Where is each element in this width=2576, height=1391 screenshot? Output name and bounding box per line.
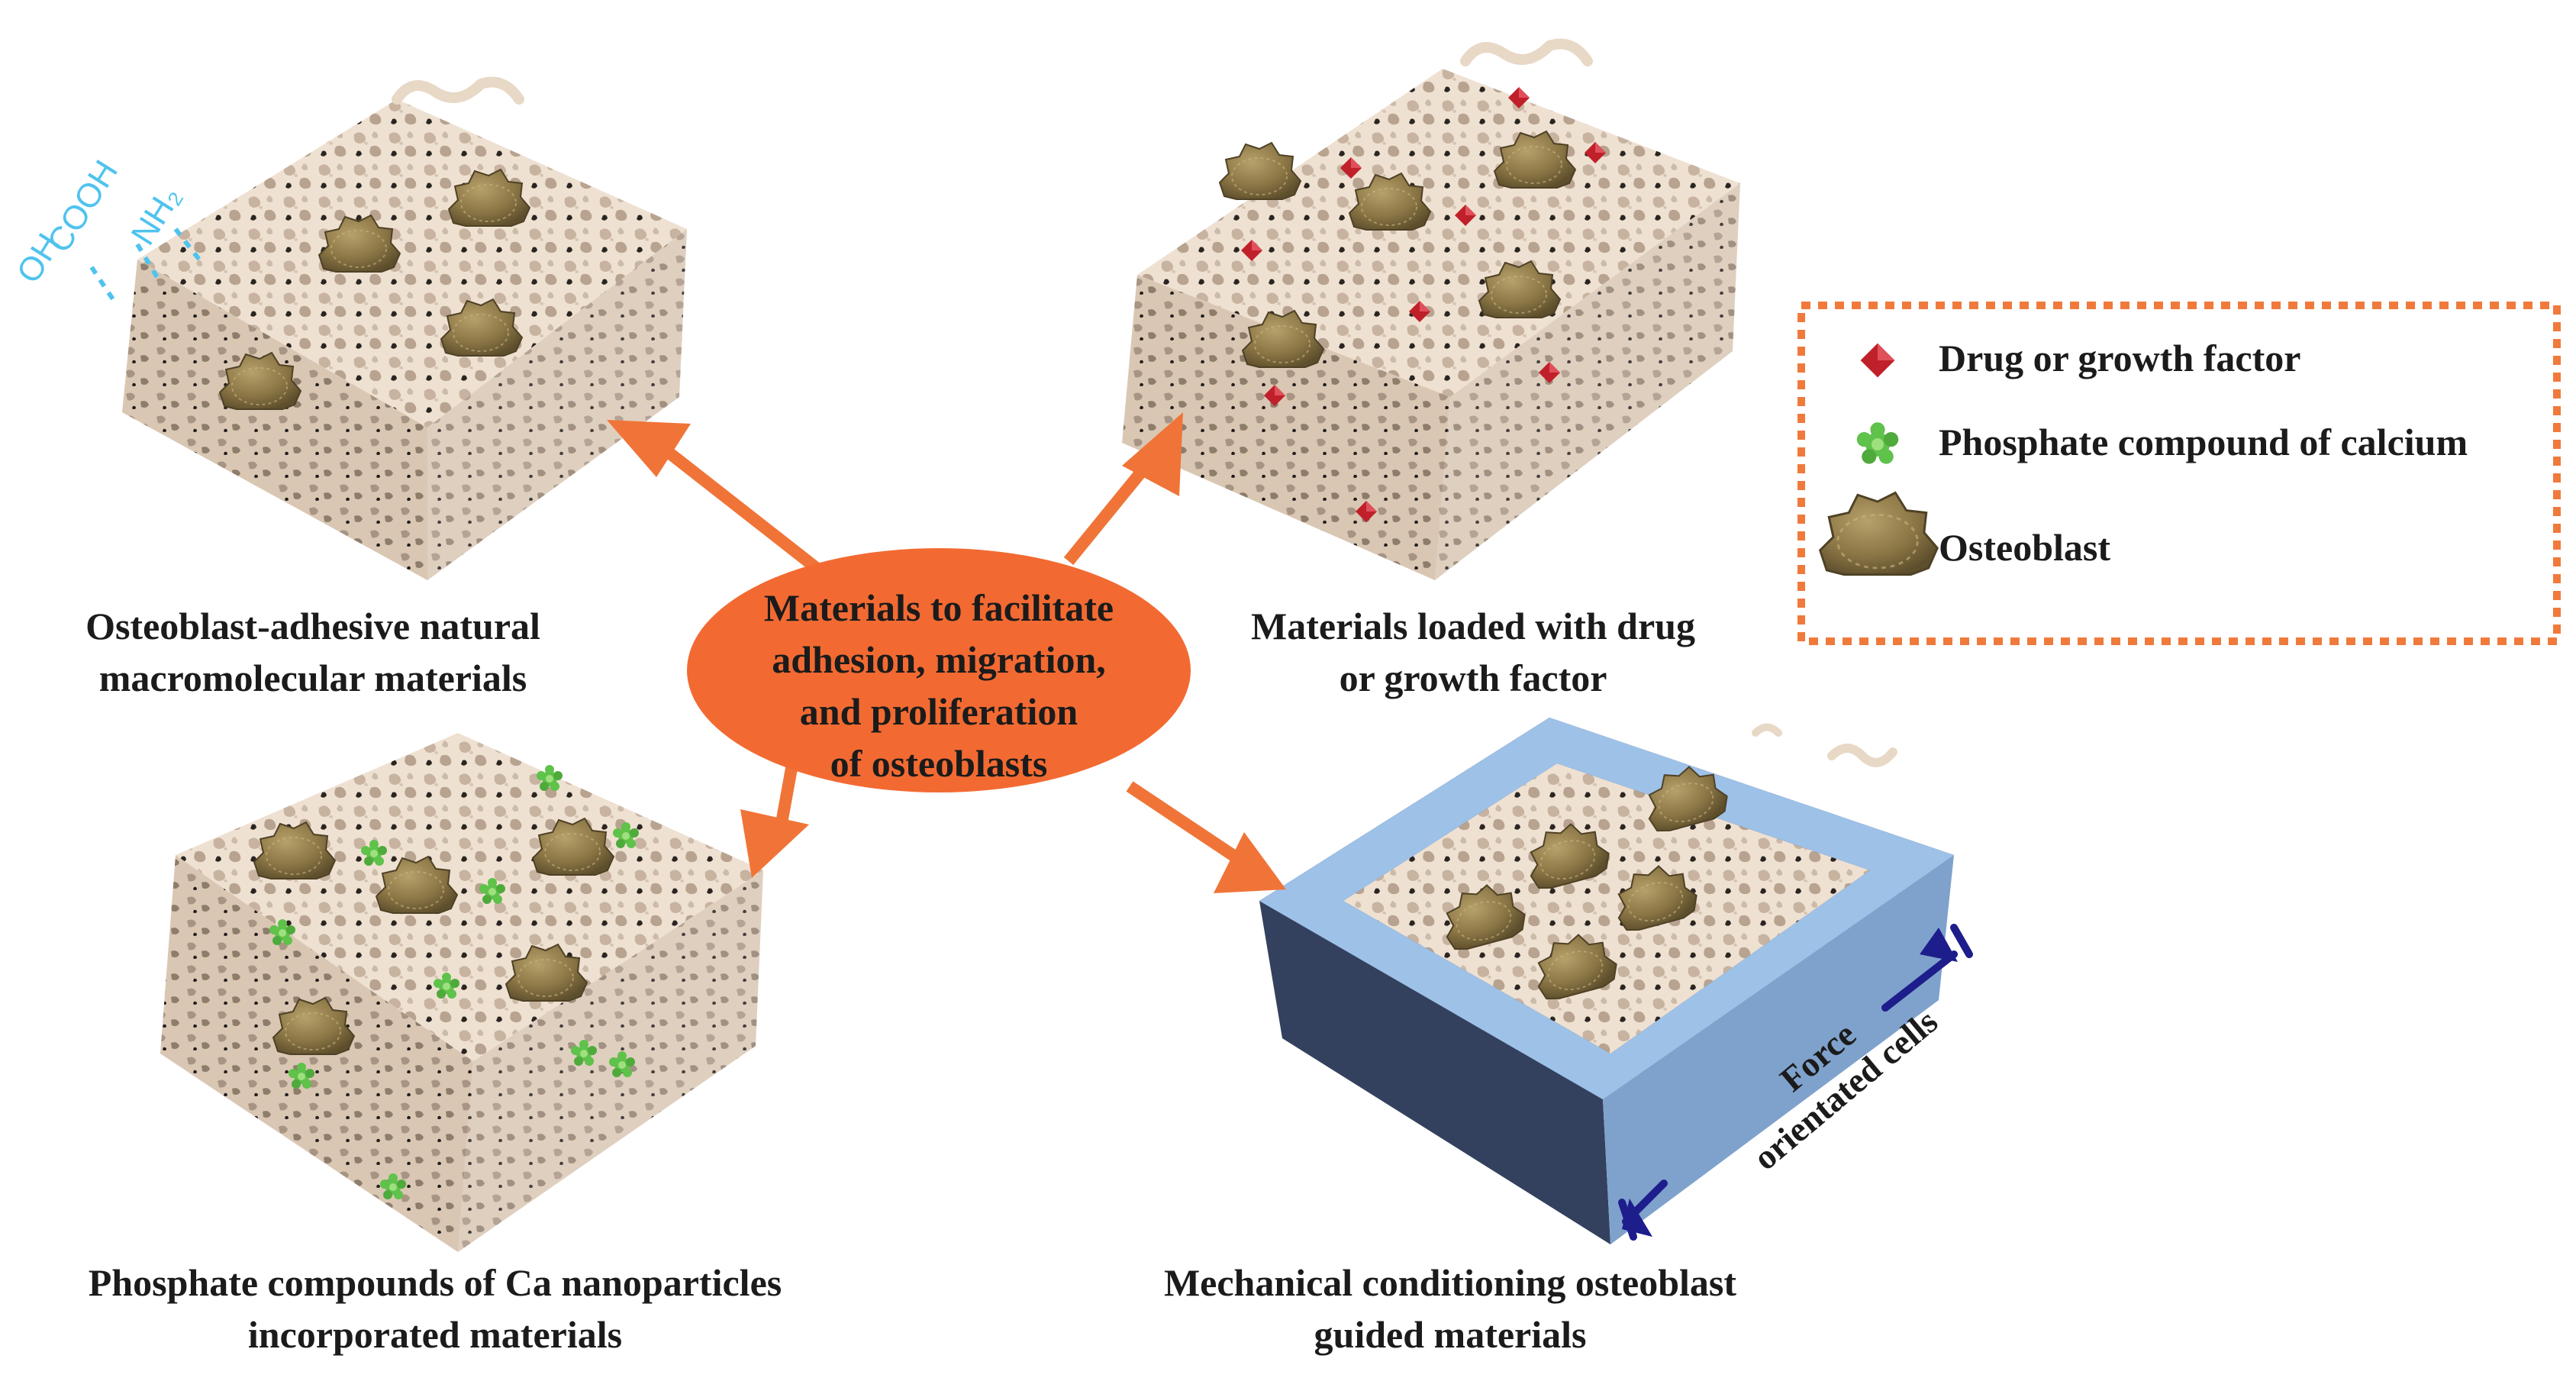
scaffold-top-right [1122, 38, 1740, 580]
caption-line: Materials loaded with drug [1251, 605, 1695, 647]
arrow-heads [607, 412, 1286, 893]
center-label-line: adhesion, migration, [772, 638, 1106, 681]
functional-group-marks [89, 228, 205, 303]
caption-line: macromolecular materials [98, 657, 527, 699]
scaffold-bottom-left [160, 733, 763, 1252]
legend-label-calcium: Phosphate compound of calcium [1939, 421, 2468, 463]
legend-label-osteoblast: Osteoblast [1939, 526, 2110, 569]
caption-bottom-right: Mechanical conditioning osteoblast guide… [1099, 1257, 1801, 1360]
center-label-line: of osteoblasts [830, 742, 1048, 785]
caption-line: guided materials [1314, 1313, 1587, 1356]
caption-line: Phosphate compounds of Ca nanoparticles [88, 1261, 782, 1304]
center-ellipse [687, 548, 1191, 792]
center-label-line: and proliferation [799, 690, 1078, 733]
caption-bottom-left: Phosphate compounds of Ca nanoparticles … [31, 1257, 840, 1360]
legend-label-drug: Drug or growth factor [1939, 337, 2301, 379]
caption-line: Osteoblast-adhesive natural [85, 605, 540, 647]
caption-top-right: Materials loaded with drug or growth fac… [1191, 600, 1755, 704]
mechanical-frame [1259, 718, 1954, 1244]
caption-line: Mechanical conditioning osteoblast [1163, 1261, 1737, 1304]
osteoblast-icon [1219, 142, 1301, 200]
force-arrow [1618, 924, 1973, 1241]
caption-top-left: Osteoblast-adhesive natural macromolecul… [31, 600, 595, 704]
scaffold-top-left [122, 76, 687, 580]
legend-box [1797, 302, 2561, 645]
center-label-line: Materials to facilitate [763, 586, 1114, 629]
connector-arrows [653, 437, 1248, 868]
center-label: Materials to facilitate adhesion, migrat… [691, 582, 1187, 789]
caption-line: or growth factor [1339, 657, 1607, 699]
caption-line: incorporated materials [247, 1313, 623, 1356]
